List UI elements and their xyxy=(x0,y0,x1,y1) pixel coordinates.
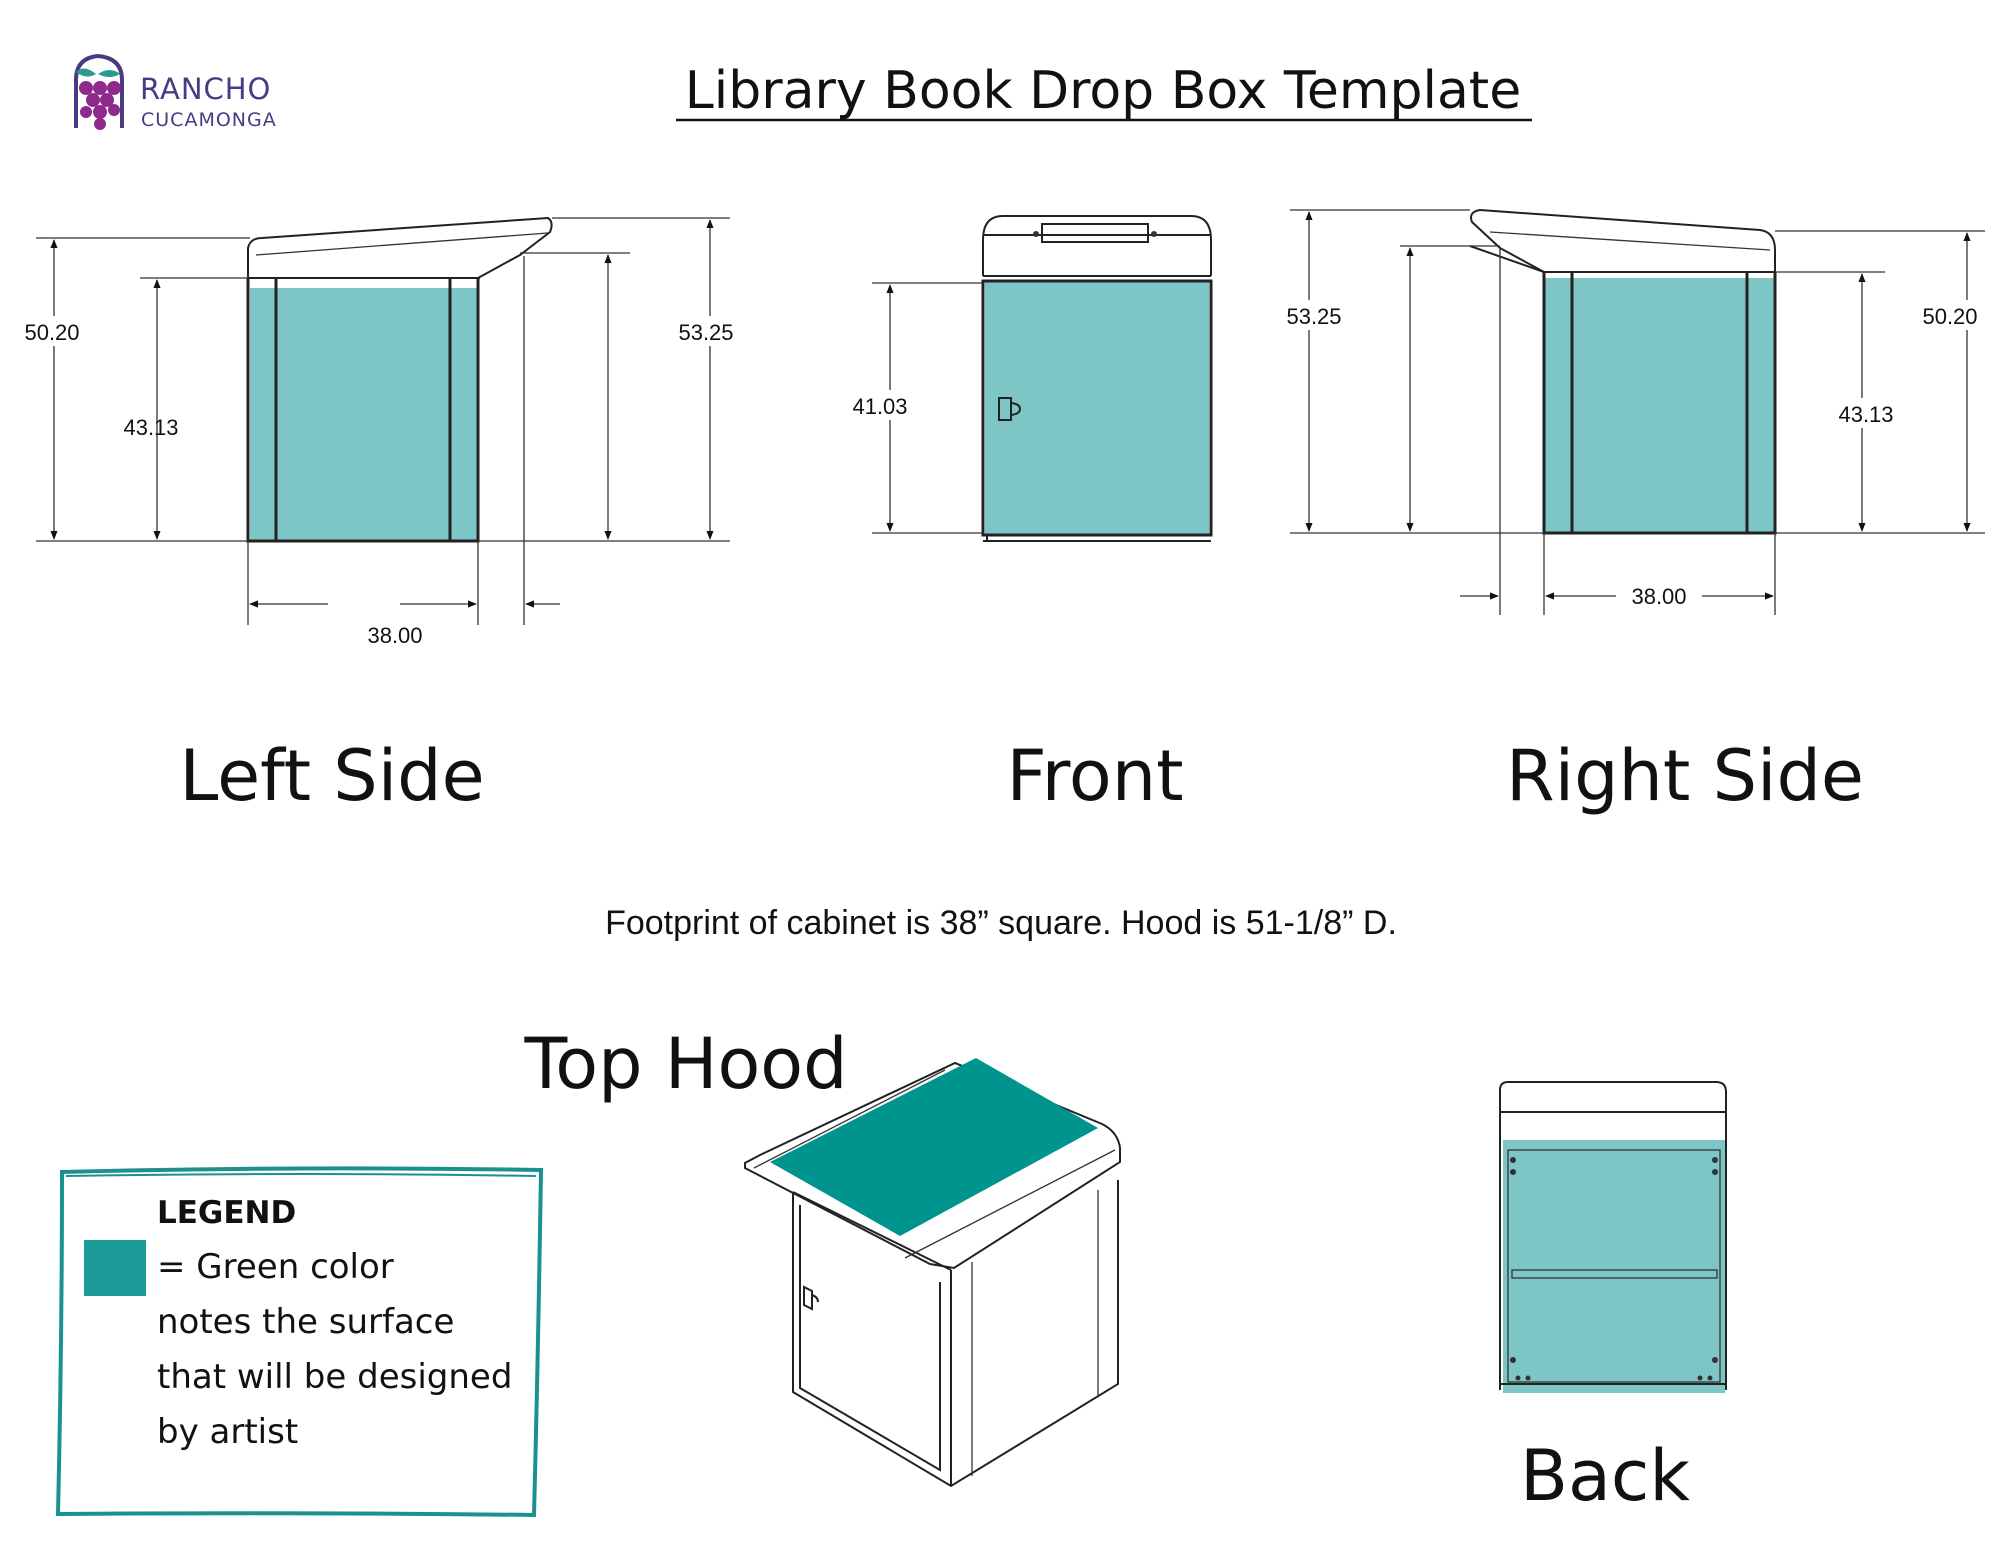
footprint-note: Footprint of cabinet is 38” square. Hood… xyxy=(605,904,1397,942)
rancho-cucamonga-logo: RANCHO CUCAMONGA xyxy=(74,53,277,131)
left-dim-53-25: 53.25 xyxy=(678,320,733,345)
right-dim-38-00: 38.00 xyxy=(1631,584,1686,609)
right-dim-50-20: 50.20 xyxy=(1922,304,1977,329)
right-dim-53-25: 53.25 xyxy=(1286,304,1341,329)
front-design-surface xyxy=(985,281,1209,535)
grape-cluster-icon xyxy=(76,68,121,130)
right-dim-43-13: 43.13 xyxy=(1838,402,1893,427)
top-hood-design-surface xyxy=(770,1058,1098,1236)
label-right-side: Right Side xyxy=(1506,735,1864,817)
legend-line-1: = Green color xyxy=(157,1247,394,1287)
left-dim-38-00: 38.00 xyxy=(367,623,422,648)
left-dim-43-13: 43.13 xyxy=(123,415,178,440)
right-side-view: 53.25 50.20 43.13 38.00 Right Side xyxy=(1278,208,1986,817)
legend-heading: LEGEND xyxy=(157,1195,296,1231)
legend-line-4: by artist xyxy=(157,1412,298,1452)
front-dim-41-03: 41.03 xyxy=(852,394,907,419)
left-side-view: 50.20 43.13 53.25 38.00 Left Side xyxy=(18,216,740,817)
front-view: 41.03 Front xyxy=(842,215,1213,817)
left-dim-50-20: 50.20 xyxy=(24,320,79,345)
back-view: Back xyxy=(1499,1081,1727,1517)
label-back: Back xyxy=(1520,1435,1690,1517)
door-handle-icon xyxy=(998,397,1022,421)
logo-text-rancho: RANCHO xyxy=(140,72,271,106)
legend-line-2: notes the surface xyxy=(157,1302,454,1342)
legend-box: LEGEND = Green color notes the surface t… xyxy=(55,1166,544,1518)
page-title: Library Book Drop Box Template xyxy=(685,61,1521,121)
iso-door-handle-icon xyxy=(803,1285,819,1311)
top-hood-view: Top Hood xyxy=(523,1023,1121,1488)
back-design-surface xyxy=(1503,1140,1725,1393)
label-left-side: Left Side xyxy=(179,735,484,817)
label-top-hood: Top Hood xyxy=(523,1023,847,1105)
legend-line-3: that will be designed xyxy=(157,1357,512,1397)
right-side-design-surface xyxy=(1544,278,1775,533)
label-front: Front xyxy=(1006,735,1183,817)
left-side-design-surface xyxy=(250,288,478,541)
logo-text-cucamonga: CUCAMONGA xyxy=(141,109,277,131)
legend-swatch xyxy=(84,1240,146,1296)
